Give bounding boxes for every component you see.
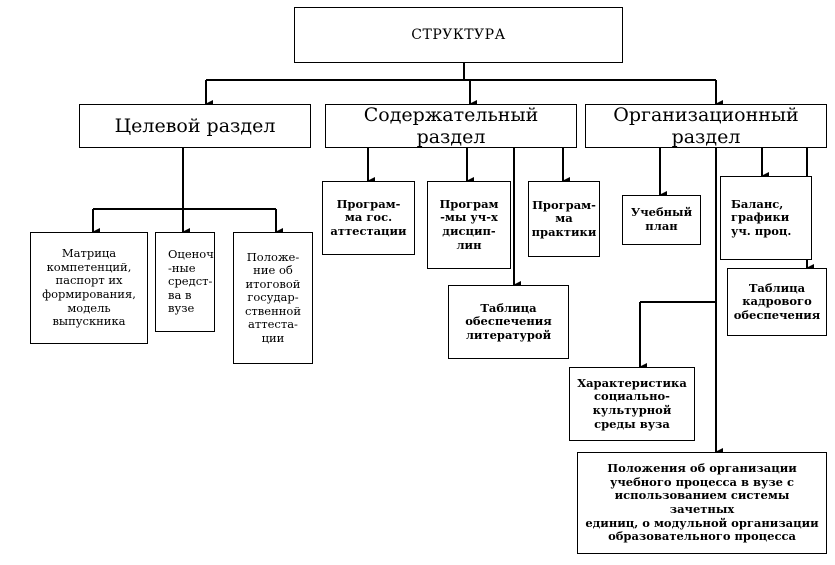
org-item-schedules: Баланс, графики уч. проц.	[720, 176, 812, 260]
content-item-label: Таблица обеспечения литературой	[465, 300, 552, 342]
root-label: СТРУКТУРА	[411, 26, 506, 43]
org-item-curriculum: Учебный план	[622, 195, 701, 245]
org-item-label: Характеристика социально- культурной сре…	[577, 375, 687, 431]
content-item-discipline-programs: Програм -мы уч-х дисцип- лин	[427, 181, 511, 269]
org-item-label: Баланс, графики уч. проц.	[731, 196, 792, 238]
target-item-assessment-tools: Оценоч -ные средст- ва в вузе	[155, 232, 215, 332]
org-item-environment: Характеристика социально- культурной сре…	[569, 367, 695, 441]
target-item-final-attestation: Положе- ние об итоговой государ- ственно…	[233, 232, 313, 364]
section-organization-label: Организационный раздел	[613, 103, 799, 148]
section-content-label: Содержательный раздел	[363, 103, 539, 148]
content-item-state-attestation-program: Програм- ма гос. аттестации	[322, 181, 415, 255]
target-item-label: Оценоч -ные средст- ва в вузе	[168, 247, 214, 316]
content-item-label: Програм -мы уч-х дисцип- лин	[439, 196, 499, 252]
section-target-label: Целевой раздел	[114, 114, 276, 137]
org-item-regulations: Положения об организации учебного процес…	[577, 452, 827, 554]
target-item-label: Матрица компетенций, паспорт их формиров…	[42, 246, 136, 329]
content-item-practice-program: Програм- ма практики	[528, 181, 600, 257]
target-item-competency-matrix: Матрица компетенций, паспорт их формиров…	[30, 232, 148, 344]
org-item-label: Таблица кадрового обеспечения	[733, 280, 821, 322]
target-item-label: Положе- ние об итоговой государ- ственно…	[244, 249, 301, 345]
content-item-label: Програм- ма практики	[531, 197, 597, 239]
content-item-literature-table: Таблица обеспечения литературой	[448, 285, 569, 359]
content-item-label: Програм- ма гос. аттестации	[330, 196, 407, 238]
org-item-label: Положения об организации учебного процес…	[585, 461, 819, 544]
root-box: СТРУКТУРА	[294, 7, 623, 63]
section-target: Целевой раздел	[79, 104, 311, 148]
section-organization: Организационный раздел	[585, 104, 827, 148]
org-item-label: Учебный план	[630, 205, 693, 233]
org-item-staff-table: Таблица кадрового обеспечения	[727, 268, 827, 336]
section-content: Содержательный раздел	[325, 104, 577, 148]
